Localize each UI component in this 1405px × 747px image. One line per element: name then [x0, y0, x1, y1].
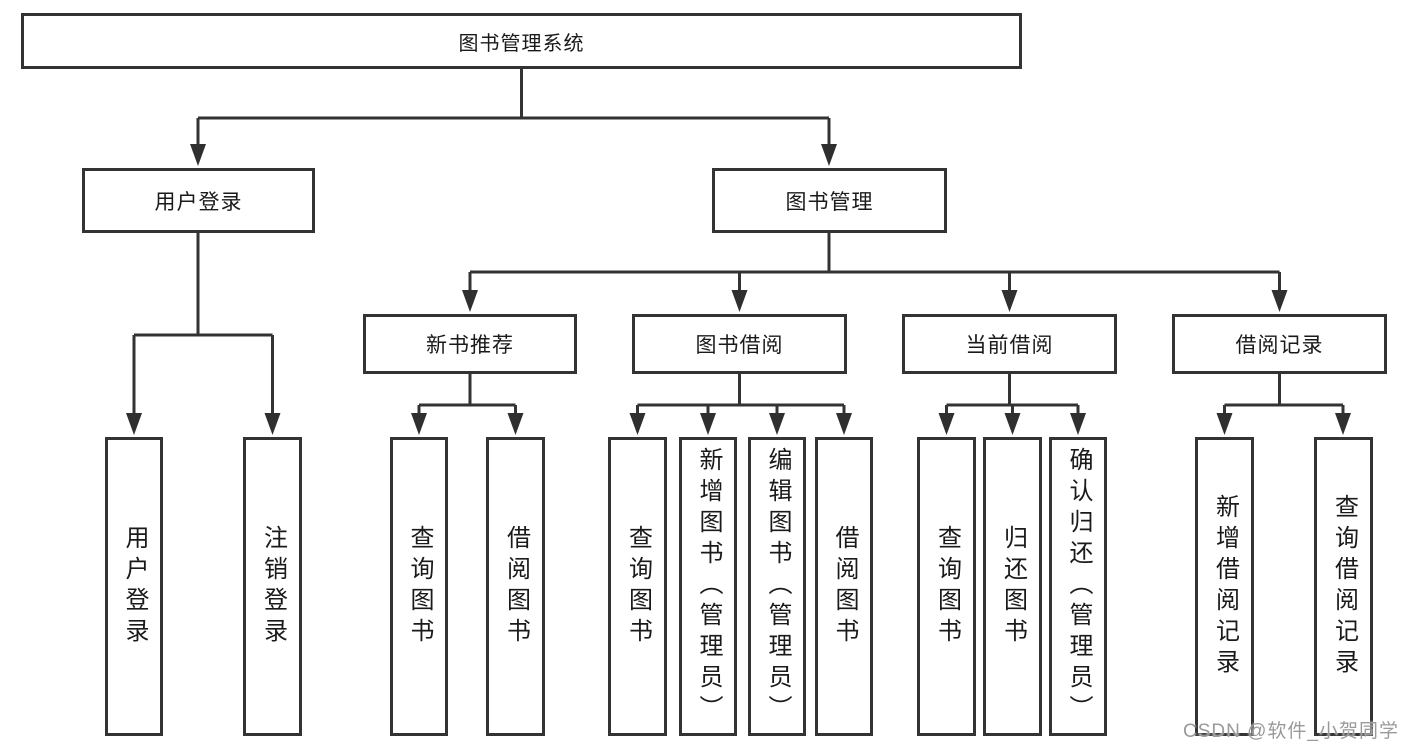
- leaf-br-query-record: 查询借阅记录: [1314, 437, 1373, 736]
- node-book-borrow: 图书借阅: [632, 314, 847, 374]
- node-current-borrow: 当前借阅: [902, 314, 1117, 374]
- csdn-watermark: CSDN @软件_小贺同学: [1183, 721, 1399, 742]
- leaf-nbr-borrow-books: 借阅图书: [486, 437, 545, 736]
- leaf-user-login: 用户登录: [105, 437, 163, 736]
- leaf-bb-edit-books-admin-label: 编辑图书（管理员）: [764, 447, 791, 726]
- leaf-bb-edit-books-admin: 编辑图书（管理员）: [748, 437, 806, 736]
- leaf-cb-query-books: 查询图书: [917, 437, 976, 736]
- node-root-label: 图书管理系统: [458, 32, 585, 55]
- leaf-bb-borrow-books-label: 借阅图书: [831, 524, 858, 649]
- leaf-logout-label: 注销登录: [259, 524, 287, 649]
- leaf-bb-borrow-books: 借阅图书: [815, 437, 873, 736]
- leaf-nbr-query-books: 查询图书: [390, 437, 448, 736]
- node-borrow-records: 借阅记录: [1172, 314, 1387, 374]
- node-root: 图书管理系统: [21, 13, 1022, 69]
- node-book-management: 图书管理: [712, 168, 947, 233]
- leaf-bb-add-books-admin: 新增图书（管理员）: [679, 437, 737, 736]
- leaf-bb-query-books: 查询图书: [608, 437, 667, 736]
- leaf-bb-add-books-admin-label: 新增图书（管理员）: [695, 447, 722, 726]
- arrowheads: [126, 144, 1351, 435]
- leaf-cb-return-books: 归还图书: [983, 437, 1042, 736]
- leaf-nbr-query-books-label: 查询图书: [406, 524, 433, 649]
- leaf-cb-query-books-label: 查询图书: [933, 524, 961, 649]
- leaf-user-login-label: 用户登录: [121, 524, 148, 649]
- leaf-cb-confirm-return-admin: 确认归还（管理员）: [1049, 437, 1107, 736]
- leaf-br-query-record-label: 查询借阅记录: [1330, 493, 1358, 680]
- node-new-book-recommend-label: 新书推荐: [426, 334, 514, 357]
- node-book-borrow-label: 图书借阅: [695, 334, 784, 357]
- node-user-login-label: 用户登录: [154, 190, 243, 214]
- node-user-login: 用户登录: [82, 168, 315, 233]
- leaf-br-add-record: 新增借阅记录: [1195, 437, 1254, 736]
- leaf-bb-query-books-label: 查询图书: [624, 524, 652, 649]
- node-borrow-records-label: 借阅记录: [1235, 334, 1324, 357]
- leaf-nbr-borrow-books-label: 借阅图书: [502, 524, 530, 649]
- node-new-book-recommend: 新书推荐: [363, 314, 577, 374]
- node-book-management-label: 图书管理: [785, 190, 874, 214]
- leaf-logout: 注销登录: [243, 437, 302, 736]
- node-current-borrow-label: 当前借阅: [965, 334, 1054, 357]
- leaf-cb-return-books-label: 归还图书: [999, 524, 1027, 649]
- leaf-cb-confirm-return-admin-label: 确认归还（管理员）: [1065, 447, 1092, 726]
- leaf-br-add-record-label: 新增借阅记录: [1211, 493, 1239, 680]
